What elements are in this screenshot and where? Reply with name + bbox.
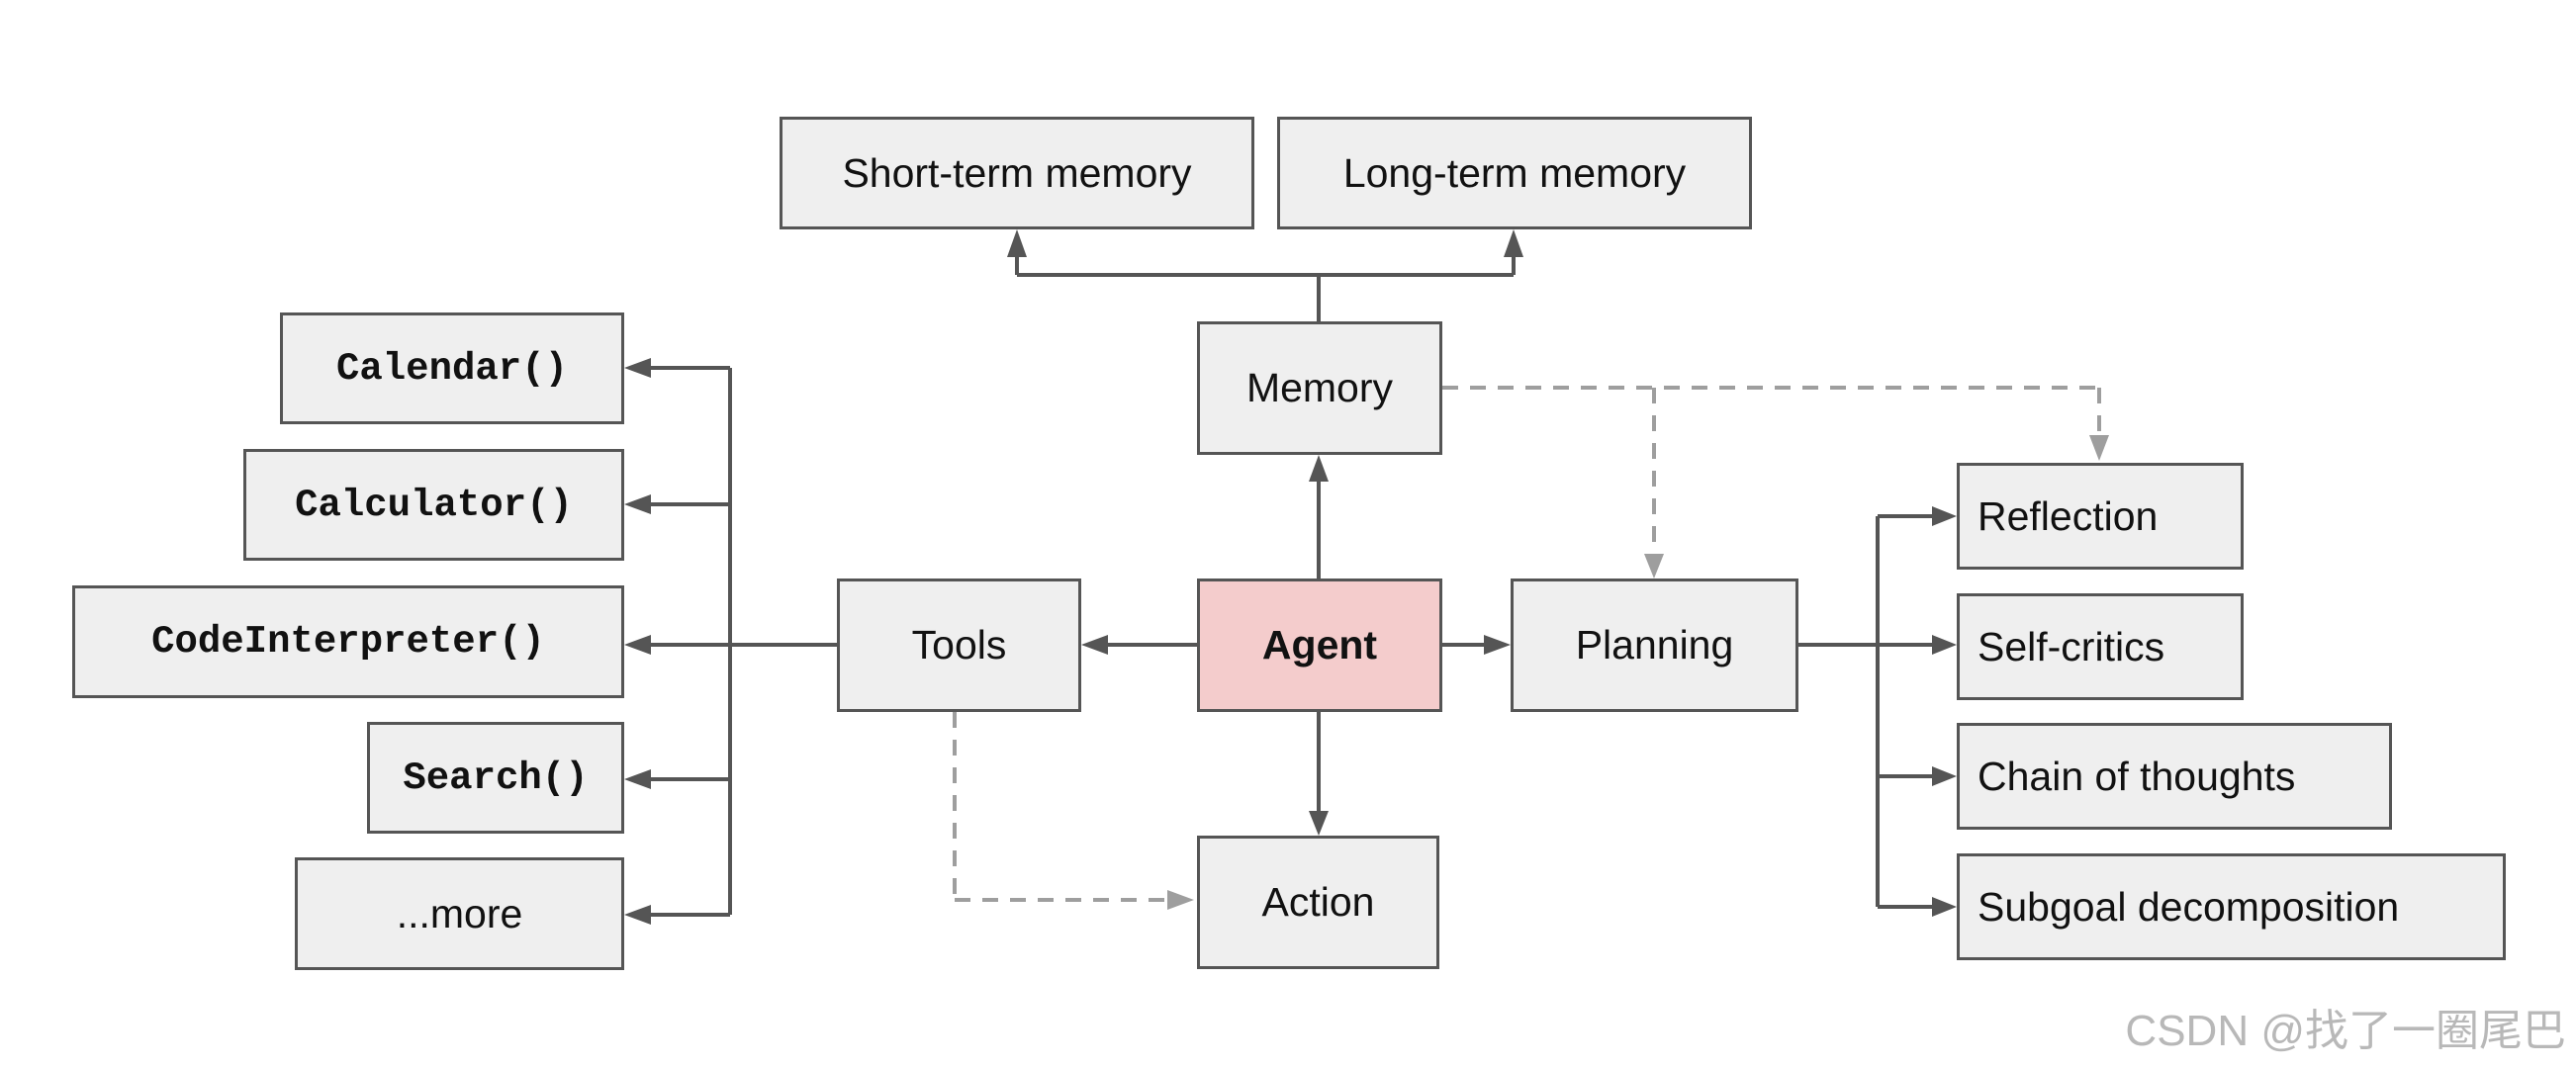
arrowhead-code-interpreter bbox=[624, 635, 651, 655]
memory-branch-edge bbox=[1015, 255, 1516, 321]
arrowhead-short-term-memory bbox=[1007, 229, 1027, 257]
tools-box: Tools bbox=[837, 578, 1081, 712]
arrowhead-calculator bbox=[624, 494, 651, 514]
arrowhead-self-critics bbox=[1932, 635, 1957, 655]
search-tool-box: Search() bbox=[367, 722, 624, 834]
arrowhead-search bbox=[624, 769, 651, 789]
chain-of-thoughts-box: Chain of thoughts bbox=[1957, 723, 2392, 830]
arrowhead-tools bbox=[1081, 635, 1108, 655]
tools-to-action-dashed-edge bbox=[953, 712, 1169, 902]
arrowhead-action-dashed bbox=[1167, 890, 1194, 910]
short-term-memory-box: Short-term memory bbox=[780, 117, 1254, 229]
calculator-tool-box: Calculator() bbox=[243, 449, 624, 561]
arrowhead-chain-of-thoughts bbox=[1932, 766, 1957, 786]
arrowhead-subgoal bbox=[1932, 897, 1957, 917]
memory-dashed-edge bbox=[1442, 386, 2101, 556]
arrowhead-planning-dashed bbox=[1644, 554, 1664, 578]
arrowhead-more bbox=[624, 905, 651, 925]
calendar-tool-box: Calendar() bbox=[280, 312, 624, 424]
code-interpreter-tool-box: CodeInterpreter() bbox=[72, 585, 624, 698]
more-tools-box: ...more bbox=[295, 857, 624, 970]
long-term-memory-box: Long-term memory bbox=[1277, 117, 1752, 229]
memory-box: Memory bbox=[1197, 321, 1442, 455]
arrowhead-long-term-memory bbox=[1504, 229, 1523, 257]
arrowhead-reflection bbox=[1932, 506, 1957, 526]
watermark: CSDN @找了一圈尾巴 bbox=[2125, 1007, 2566, 1055]
subgoal-decomposition-box: Subgoal decomposition bbox=[1957, 853, 2506, 960]
action-box: Action bbox=[1197, 836, 1439, 969]
tools-bus-edge bbox=[645, 366, 839, 917]
arrowhead-memory bbox=[1309, 455, 1329, 482]
self-critics-box: Self-critics bbox=[1957, 593, 2244, 700]
planning-box: Planning bbox=[1511, 578, 1798, 712]
arrowhead-reflection-dashed bbox=[2089, 435, 2109, 461]
arrowhead-planning bbox=[1484, 635, 1511, 655]
arrowhead-action bbox=[1309, 811, 1329, 836]
agent-box: Agent bbox=[1197, 578, 1442, 712]
reflection-box: Reflection bbox=[1957, 463, 2244, 570]
arrowhead-calendar bbox=[624, 358, 651, 378]
planning-bus-edge bbox=[1798, 514, 1934, 909]
